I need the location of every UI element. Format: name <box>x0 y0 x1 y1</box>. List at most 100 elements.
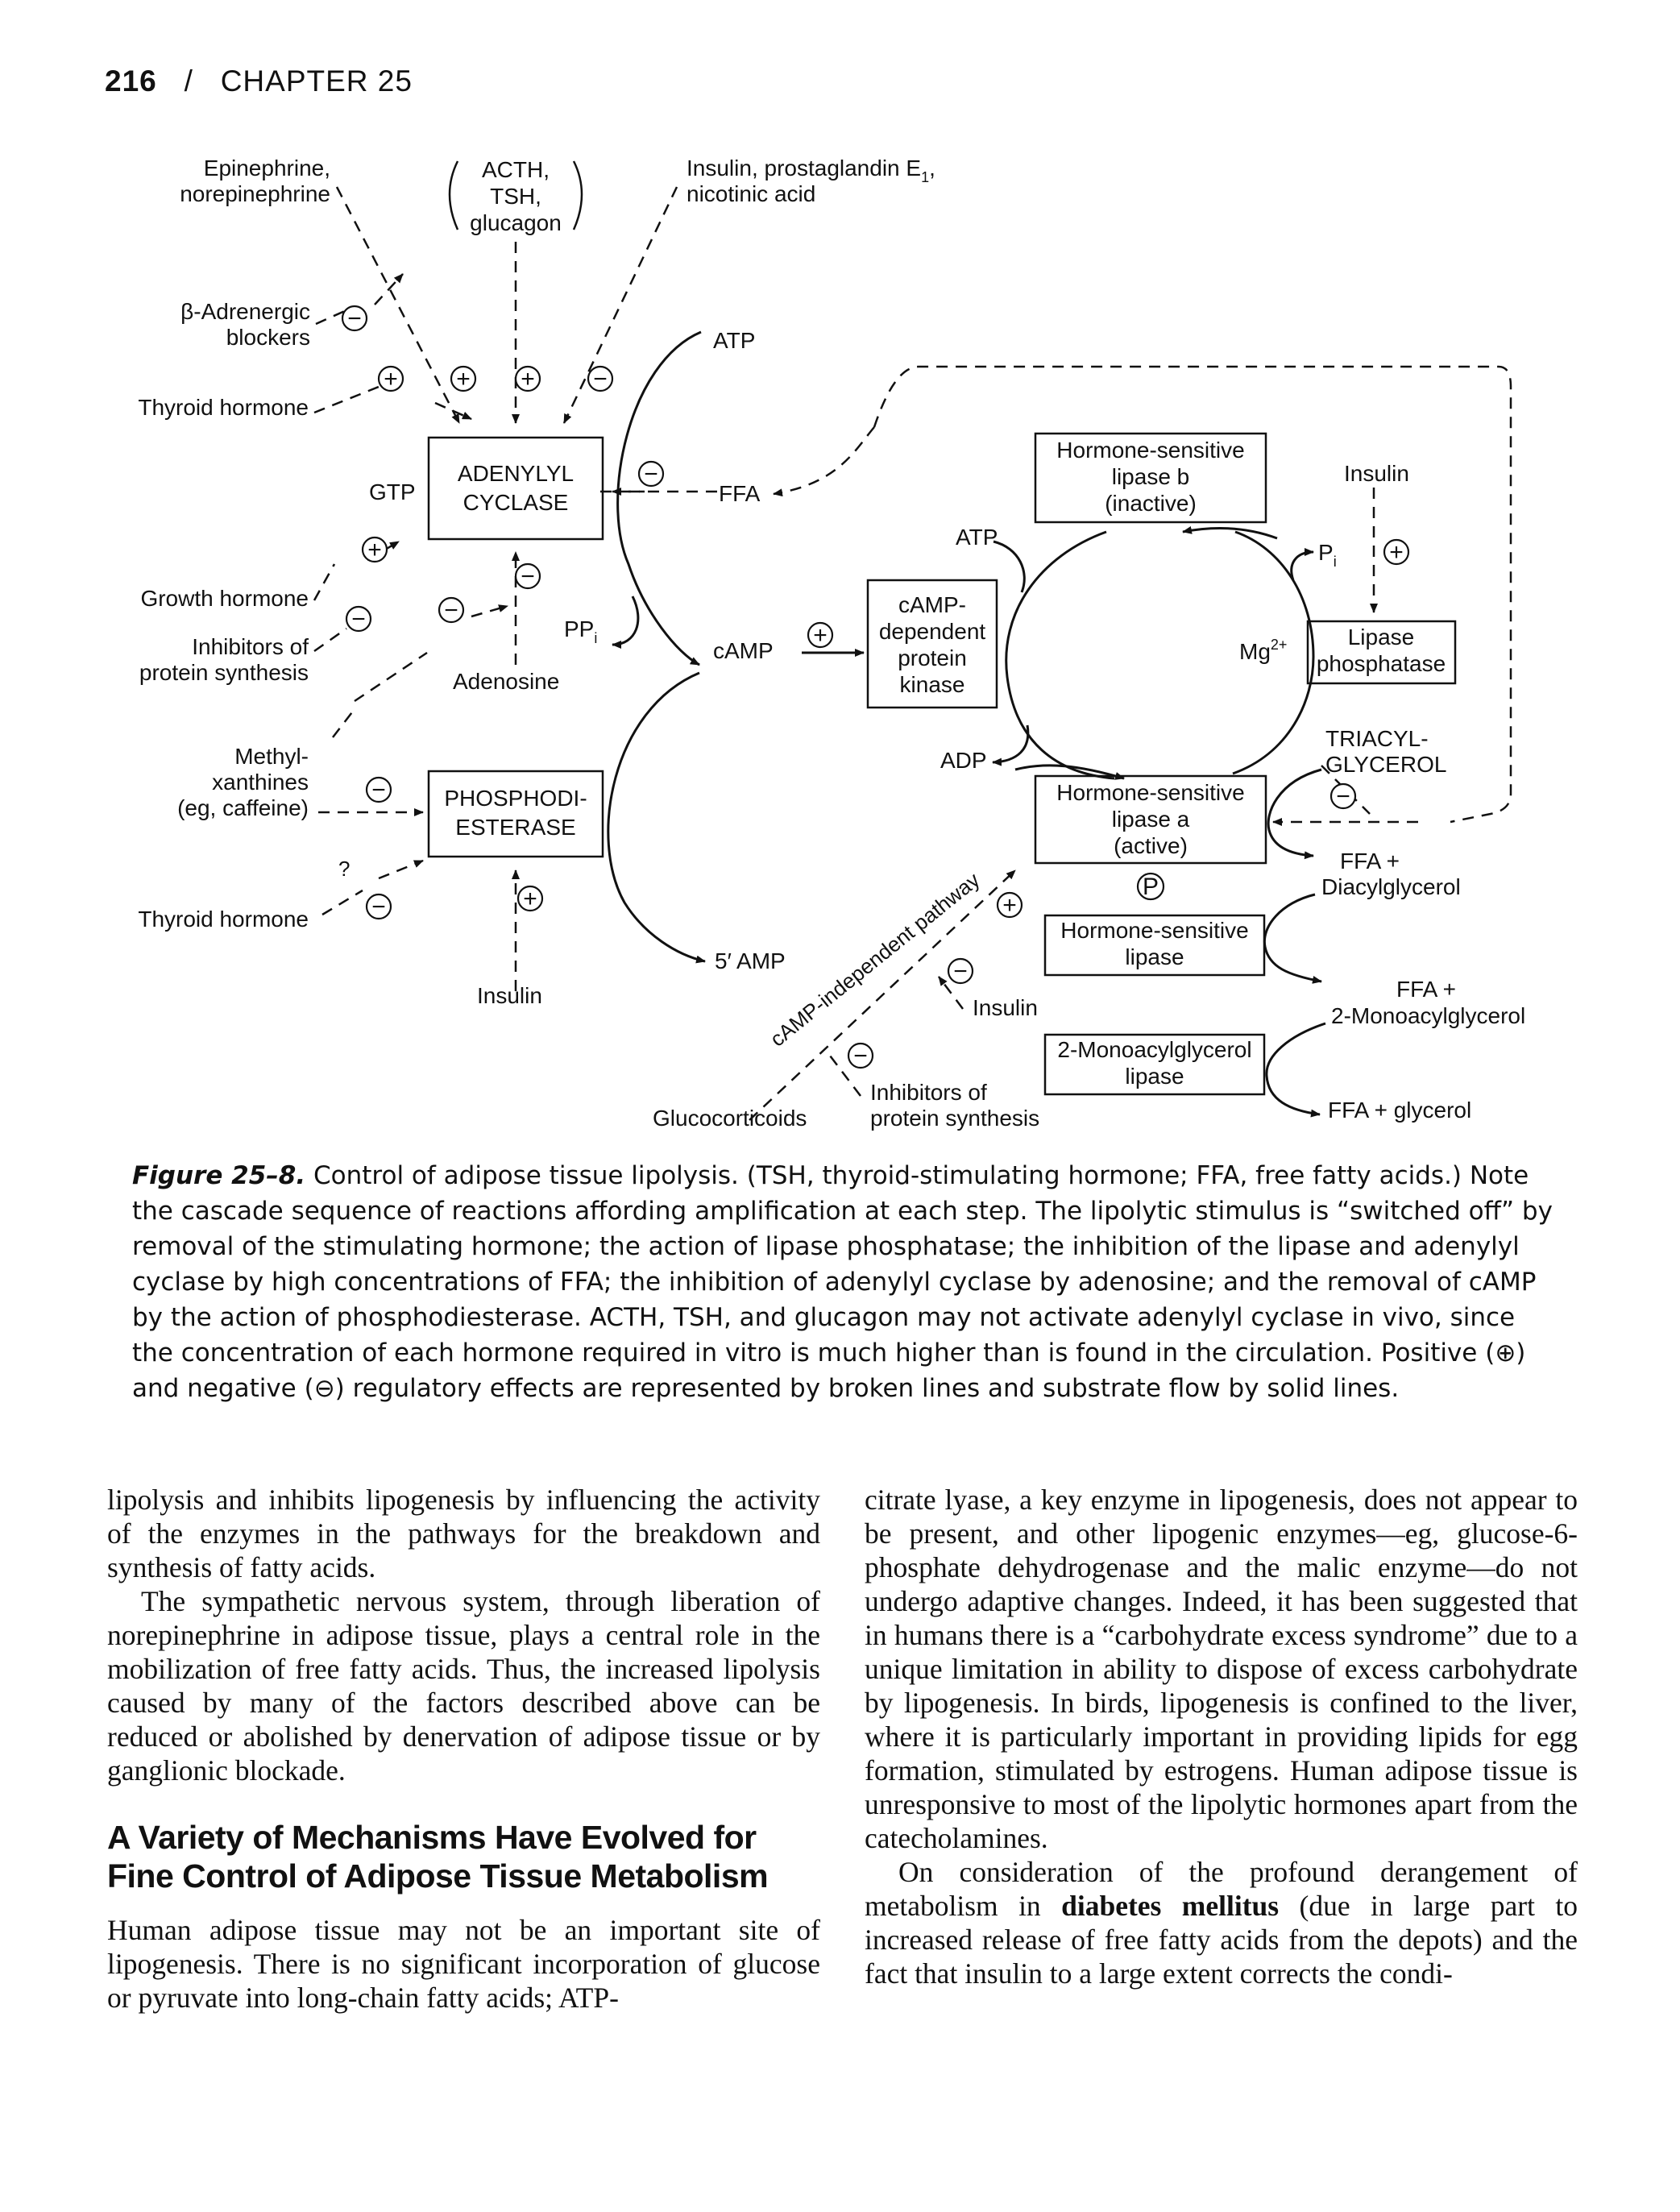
glucagon-label: glucagon <box>470 210 562 235</box>
running-header: 216 / CHAPTER 25 <box>105 64 413 98</box>
phosphate-symbol <box>1136 872 1165 901</box>
hsl-box: Hormone-sensitive lipase <box>1043 914 1266 977</box>
minus-symbol-beta <box>341 305 368 332</box>
insulin-pg-label: Insulin, prostaglandin E1, <box>687 156 935 185</box>
plus-symbol-thyroid1 <box>377 365 404 392</box>
plus-symbol-epinephrine <box>450 365 477 392</box>
inhibitors-label-2: protein synthesis <box>139 660 309 685</box>
plus-sign: + <box>523 886 537 912</box>
acth-tsh-glucagon-group: ACTH, TSH, glucagon <box>448 157 583 235</box>
plus-sign: + <box>1002 892 1017 919</box>
minus-symbol-ffa-lipase <box>1329 782 1357 810</box>
tag-to-dag-arc <box>1267 768 1322 860</box>
inhibitors2-label-1: Inhibitors of <box>870 1080 987 1105</box>
plus-symbol-pathway <box>996 891 1023 919</box>
adenylyl-cyclase-label-2: CYCLASE <box>463 490 569 515</box>
ffa-feedback-loop <box>873 365 1512 824</box>
methyl-dash-2 <box>332 708 355 738</box>
text-run: (due in large part to increased release … <box>865 1890 1578 1990</box>
insulin-dashed-arrow <box>562 186 678 424</box>
cycle-right-arc <box>1232 530 1315 775</box>
plus-symbol-acth <box>514 365 541 392</box>
minus-symbol-ffa <box>637 460 665 488</box>
lipase-phosphatase-label-2: phosphatase <box>1317 651 1446 676</box>
minus-symbol-adenosine <box>514 562 541 590</box>
plus-sign: + <box>521 366 535 392</box>
hsl-a-box: Hormone-sensitive lipase a (active) <box>1034 774 1267 865</box>
hsl-b-label-3: (inactive) <box>1105 491 1197 516</box>
epinephrine-dashed-arrow <box>335 186 461 424</box>
ppi-label: PPi <box>564 616 597 646</box>
hsl-a-label-1: Hormone-sensitive <box>1056 780 1244 805</box>
camp-to-amp-arc <box>607 671 706 964</box>
insulin-lower-arrow <box>938 976 964 1010</box>
minus-sign: − <box>444 597 458 624</box>
body-paragraph: lipolysis and inhibits lipogenesis by in… <box>107 1484 820 1583</box>
phosphodiesterase-label-1: PHOSPHODI- <box>444 786 587 811</box>
camp-independent-pathway-label: cAMP-independent pathway <box>765 868 985 1052</box>
growth-hormone-dash <box>313 563 336 601</box>
lipolysis-control-diagram: ADENYLYL CYCLASE PHOSPHODI- ESTERASE cAM… <box>138 156 1525 1131</box>
minus-sign: − <box>644 461 658 488</box>
pka-label-4: kinase <box>900 672 965 697</box>
beta-blocker-dash <box>315 309 347 326</box>
adenylyl-cyclase-box: ADENYLYL CYCLASE <box>427 436 604 541</box>
beta-blockers-label-1: β-Adrenergic <box>180 299 310 324</box>
phosphodiesterase-box: PHOSPHODI- ESTERASE <box>427 770 604 858</box>
camp-independent-arrow <box>749 869 1016 1121</box>
growth-hormone-label: Growth hormone <box>140 586 309 611</box>
phosphate-p: P <box>1143 874 1159 900</box>
minus-sign: − <box>521 563 535 590</box>
regulatory-symbols: − + + + − − + − − − − − + + + − + − − P <box>341 305 1410 1069</box>
triacylglycerol-label-2: GLYCEROL <box>1325 752 1446 777</box>
mag-lipase-box: 2-Monoacylglycerol lipase <box>1043 1033 1266 1096</box>
adp-out-of-cycle <box>992 724 1030 766</box>
inhibitors2-label-2: protein synthesis <box>870 1106 1039 1131</box>
ffa-dag-label-1: FFA + <box>1340 849 1400 874</box>
insulin-lower-label: Insulin <box>973 995 1038 1020</box>
pka-label-3: protein <box>898 645 967 670</box>
minus-sign: − <box>593 366 608 392</box>
methylxanthines-label-2: xanthines <box>212 770 309 795</box>
thyroid2-dash <box>321 889 363 916</box>
adenosine-label: Adenosine <box>453 669 559 694</box>
mag-lipase-label-1: 2-Monoacylglycerol <box>1057 1037 1251 1062</box>
minus-symbol-insulin <box>587 365 614 392</box>
minus-sign: − <box>953 958 968 985</box>
plus-sign: + <box>367 537 382 563</box>
thyroid1-dash-arrow <box>434 401 472 421</box>
minus-symbol-insulin-lower <box>947 957 974 985</box>
inhibitors2-dash <box>829 1055 861 1097</box>
ffa-mag-label-2: 2-Monoacylglycerol <box>1331 1003 1525 1028</box>
hsl-b-box: Hormone-sensitive lipase b (inactive) <box>1034 432 1267 524</box>
atp-into-cycle <box>993 540 1026 593</box>
thyroid-hormone-label-1: Thyroid hormone <box>138 395 309 420</box>
mag-to-glycerol-arc <box>1265 1022 1326 1118</box>
adp-cycle-label: ADP <box>940 748 987 773</box>
mag-lipase-label-2: lipase <box>1125 1064 1184 1089</box>
minus-sign: − <box>351 606 366 633</box>
methylxanthines-label-1: Methyl- <box>234 744 309 769</box>
section-heading: A Variety of Mechanisms Have Evolved for… <box>107 1819 769 1895</box>
minus-symbol-adenosine2 <box>438 596 465 624</box>
hsl-a-label-3: (active) <box>1114 833 1188 858</box>
thyroid1-dash <box>313 385 380 414</box>
lipase-phosphatase-label-1: Lipase <box>1348 625 1415 649</box>
plus-sign: + <box>384 366 398 392</box>
caption-text: Control of adipose tissue lipolysis. (TS… <box>132 1161 1553 1403</box>
figure-caption: Figure 25–8. Control of adipose tissue l… <box>132 1158 1558 1406</box>
hsl-label-1: Hormone-sensitive <box>1060 918 1248 943</box>
thyroid-hormone-label-2: Thyroid hormone <box>138 907 309 932</box>
ffa-mag-label-1: FFA + <box>1396 977 1456 1002</box>
adenosine-dash-arrow <box>471 604 508 618</box>
text-run: On consideration of the profound derange… <box>865 1856 1578 1922</box>
lipase-phosphatase-box: Lipase phosphatase <box>1306 620 1457 685</box>
plus-symbol-camp <box>807 621 834 649</box>
atp-to-camp-arc <box>616 330 702 666</box>
hsl-label-2: lipase <box>1125 944 1184 969</box>
thyroid2-dash-arrow <box>378 859 424 880</box>
gtp-label: GTP <box>369 479 416 504</box>
pka-label-1: cAMP- <box>898 592 966 617</box>
plus-sign: + <box>813 622 828 649</box>
minus-symbol-thyroid2 <box>365 893 392 920</box>
